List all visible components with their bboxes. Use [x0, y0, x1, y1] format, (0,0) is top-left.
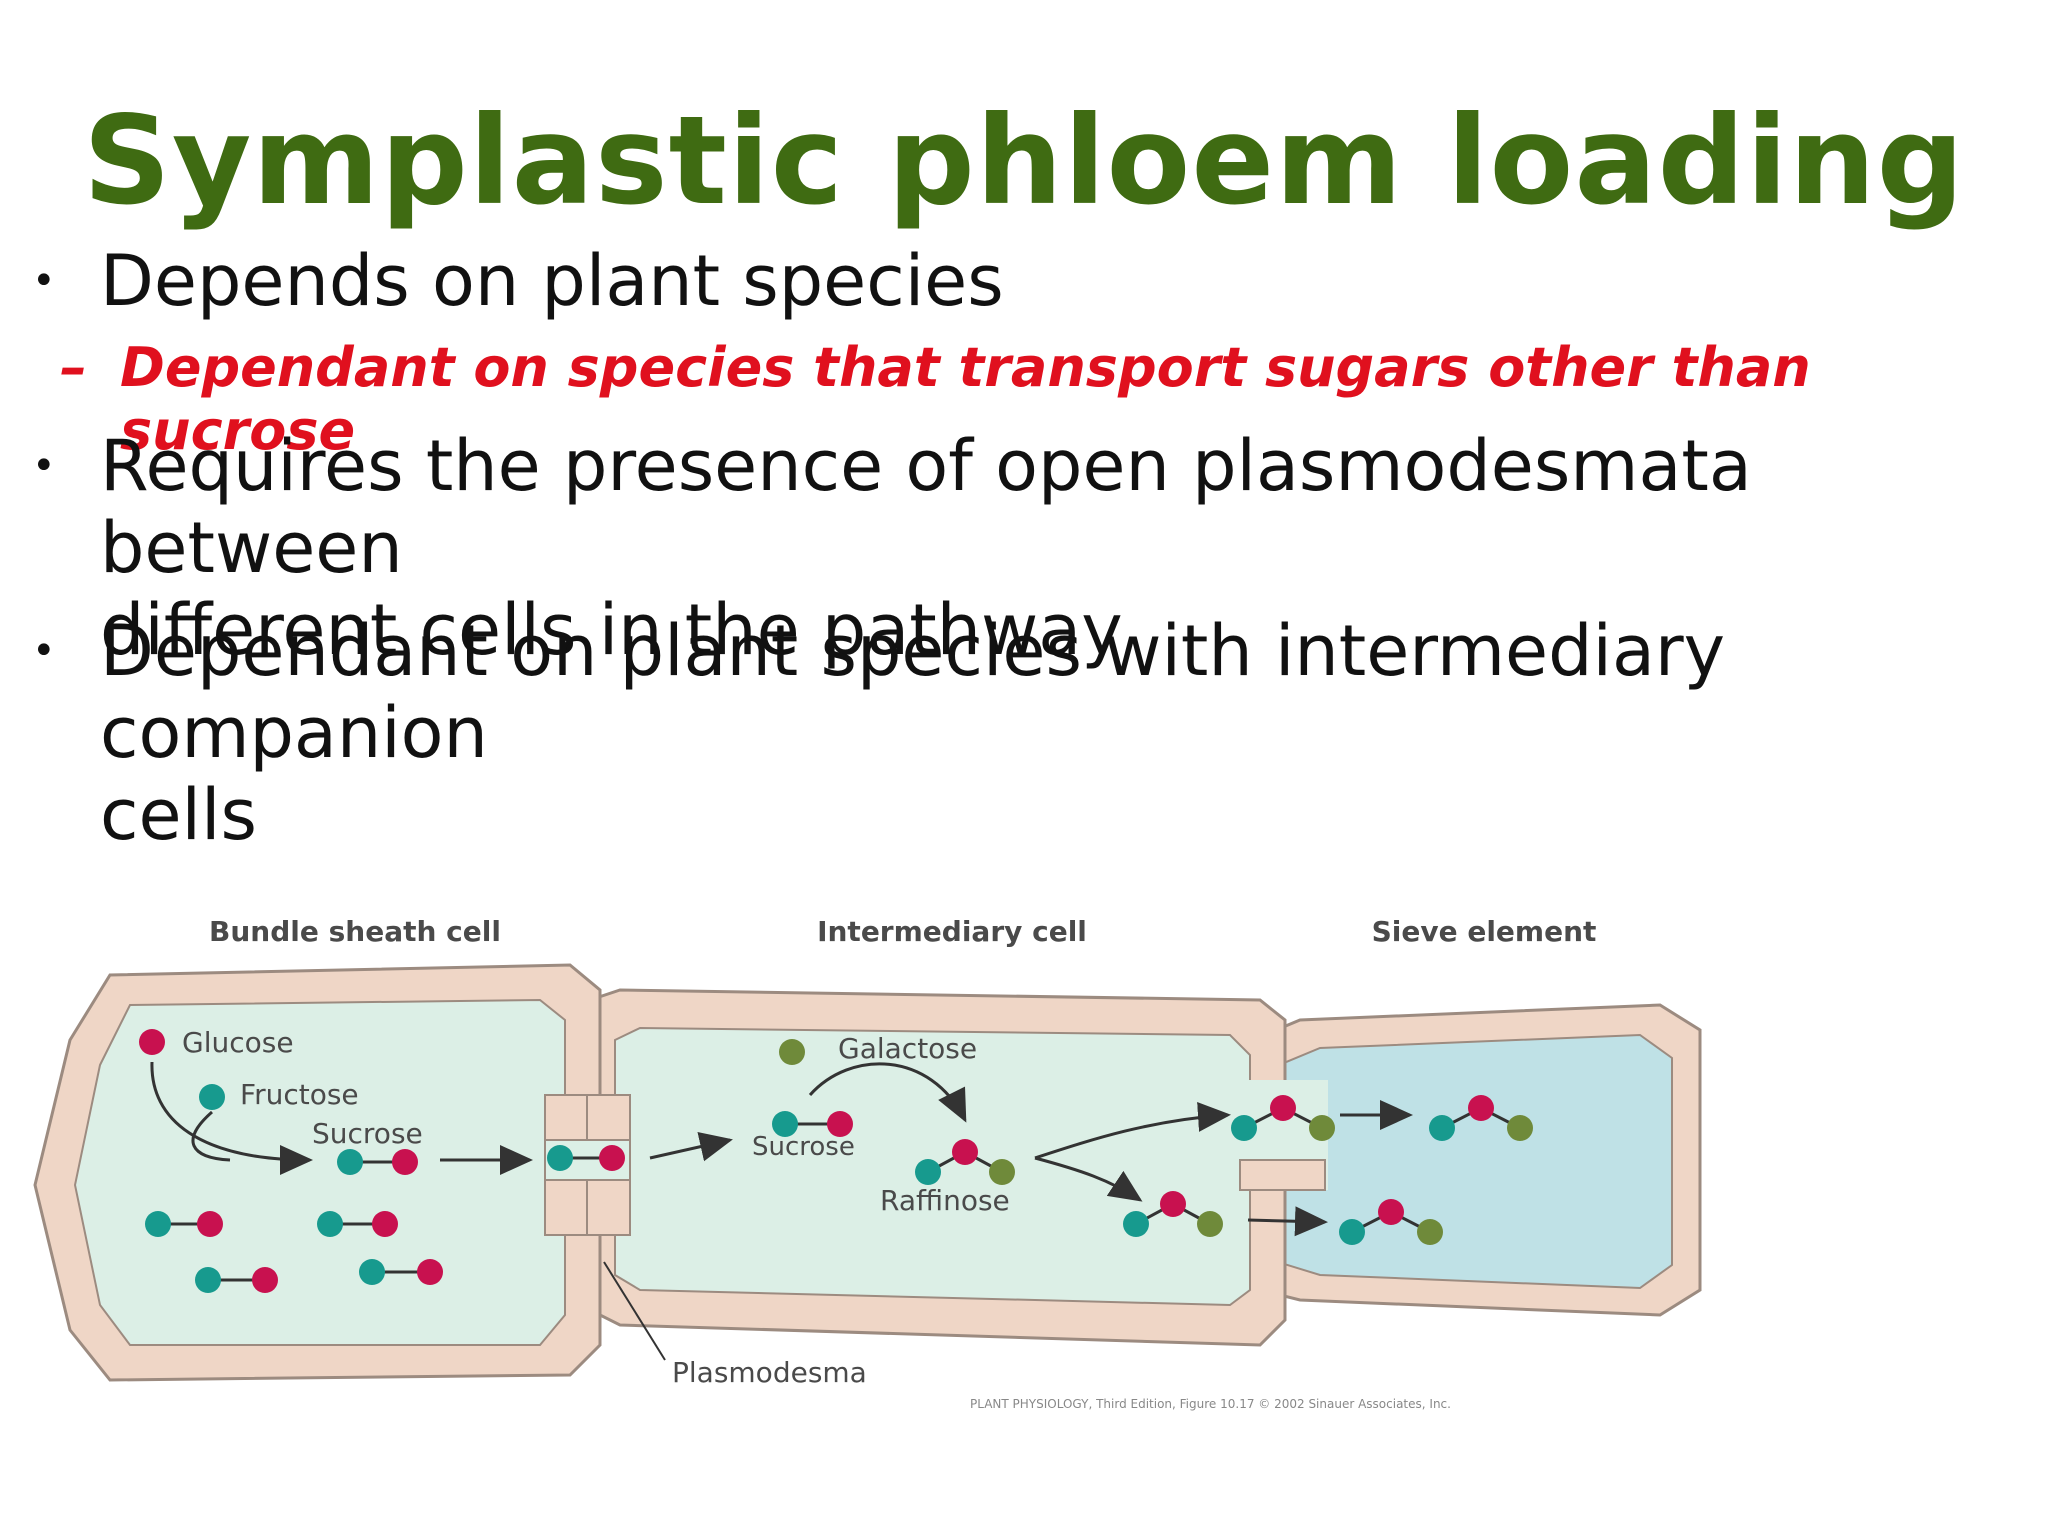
galactose-molecule: [779, 1039, 805, 1065]
sub-bullet-text: Dependant on species that transport suga…: [120, 336, 1811, 462]
raffinose-molecule: [1429, 1095, 1533, 1141]
sucrose-molecule: [337, 1149, 418, 1175]
flow-arrow: [649, 1131, 733, 1162]
label-sucrose-intermediary: Sucrose: [752, 1132, 855, 1162]
sucrose-molecule: [547, 1145, 625, 1171]
label-glucose: Glucose: [182, 1026, 294, 1059]
label-galactose: Galactose: [838, 1032, 977, 1065]
figure-credit: PLANT PHYSIOLOGY, Third Edition, Figure …: [970, 1397, 1451, 1411]
label-fructose: Fructose: [240, 1078, 359, 1111]
raffinose-arrow-up: [1034, 1101, 1231, 1160]
sub-bullet-dash: –: [60, 336, 87, 399]
sucrose-molecule: [317, 1211, 398, 1237]
label-bundle-sheath-cell: Bundle sheath cell: [209, 915, 501, 948]
bullet-dot: •: [32, 258, 56, 304]
bullet-1: • Depends on plant species: [32, 240, 1004, 322]
raffinose-molecule: [1123, 1191, 1223, 1237]
bundle-sheath-cell: [33, 963, 602, 1382]
flow-arrow: [1247, 1206, 1328, 1237]
slide-title: Symplastic phloem loading: [83, 90, 1965, 232]
bullet-1-text: Depends on plant species: [100, 240, 1004, 322]
raffinose-molecule: [1231, 1095, 1335, 1141]
fructose-molecule: [199, 1084, 225, 1110]
glucose-arrow: [150, 1061, 313, 1175]
plasmodesma-leader-line: [603, 1261, 666, 1361]
fructose-arrow: [191, 1110, 231, 1162]
raffinose-molecule: [1339, 1199, 1443, 1245]
label-sieve-element: Sieve element: [1372, 915, 1597, 948]
sucrose-molecule: [359, 1259, 443, 1285]
label-raffinose: Raffinose: [880, 1184, 1010, 1217]
bullet-2: • Requires the presence of open plasmode…: [32, 425, 2048, 671]
label-plasmodesma: Plasmodesma: [672, 1356, 867, 1389]
raffinose-molecule: [915, 1139, 1015, 1185]
sucrose-molecule: [195, 1267, 278, 1293]
label-sucrose-bundle: Sucrose: [312, 1117, 423, 1150]
bullet-3: • Dependant on plant species with interm…: [32, 610, 2048, 856]
bullet-3-line-1: Dependant on plant species with intermed…: [100, 610, 1726, 774]
glucose-molecule: [139, 1029, 165, 1055]
label-intermediary-cell: Intermediary cell: [817, 915, 1087, 948]
bullet-dot: •: [32, 443, 56, 489]
bullet-3-line-2: cells: [100, 774, 257, 856]
raffinose-arrow-down: [1034, 1156, 1143, 1202]
sucrose-molecule: [772, 1111, 853, 1137]
bullet-2-line-1: Requires the presence of open plasmodesm…: [100, 425, 1752, 589]
galactose-arrow: [808, 1062, 967, 1123]
bullet-2-line-2: different cells in the pathway: [100, 589, 1123, 671]
bullet-dot: •: [32, 628, 56, 674]
sucrose-molecule: [145, 1211, 223, 1237]
sub-bullet: – Dependant on species that transport su…: [60, 336, 2048, 462]
